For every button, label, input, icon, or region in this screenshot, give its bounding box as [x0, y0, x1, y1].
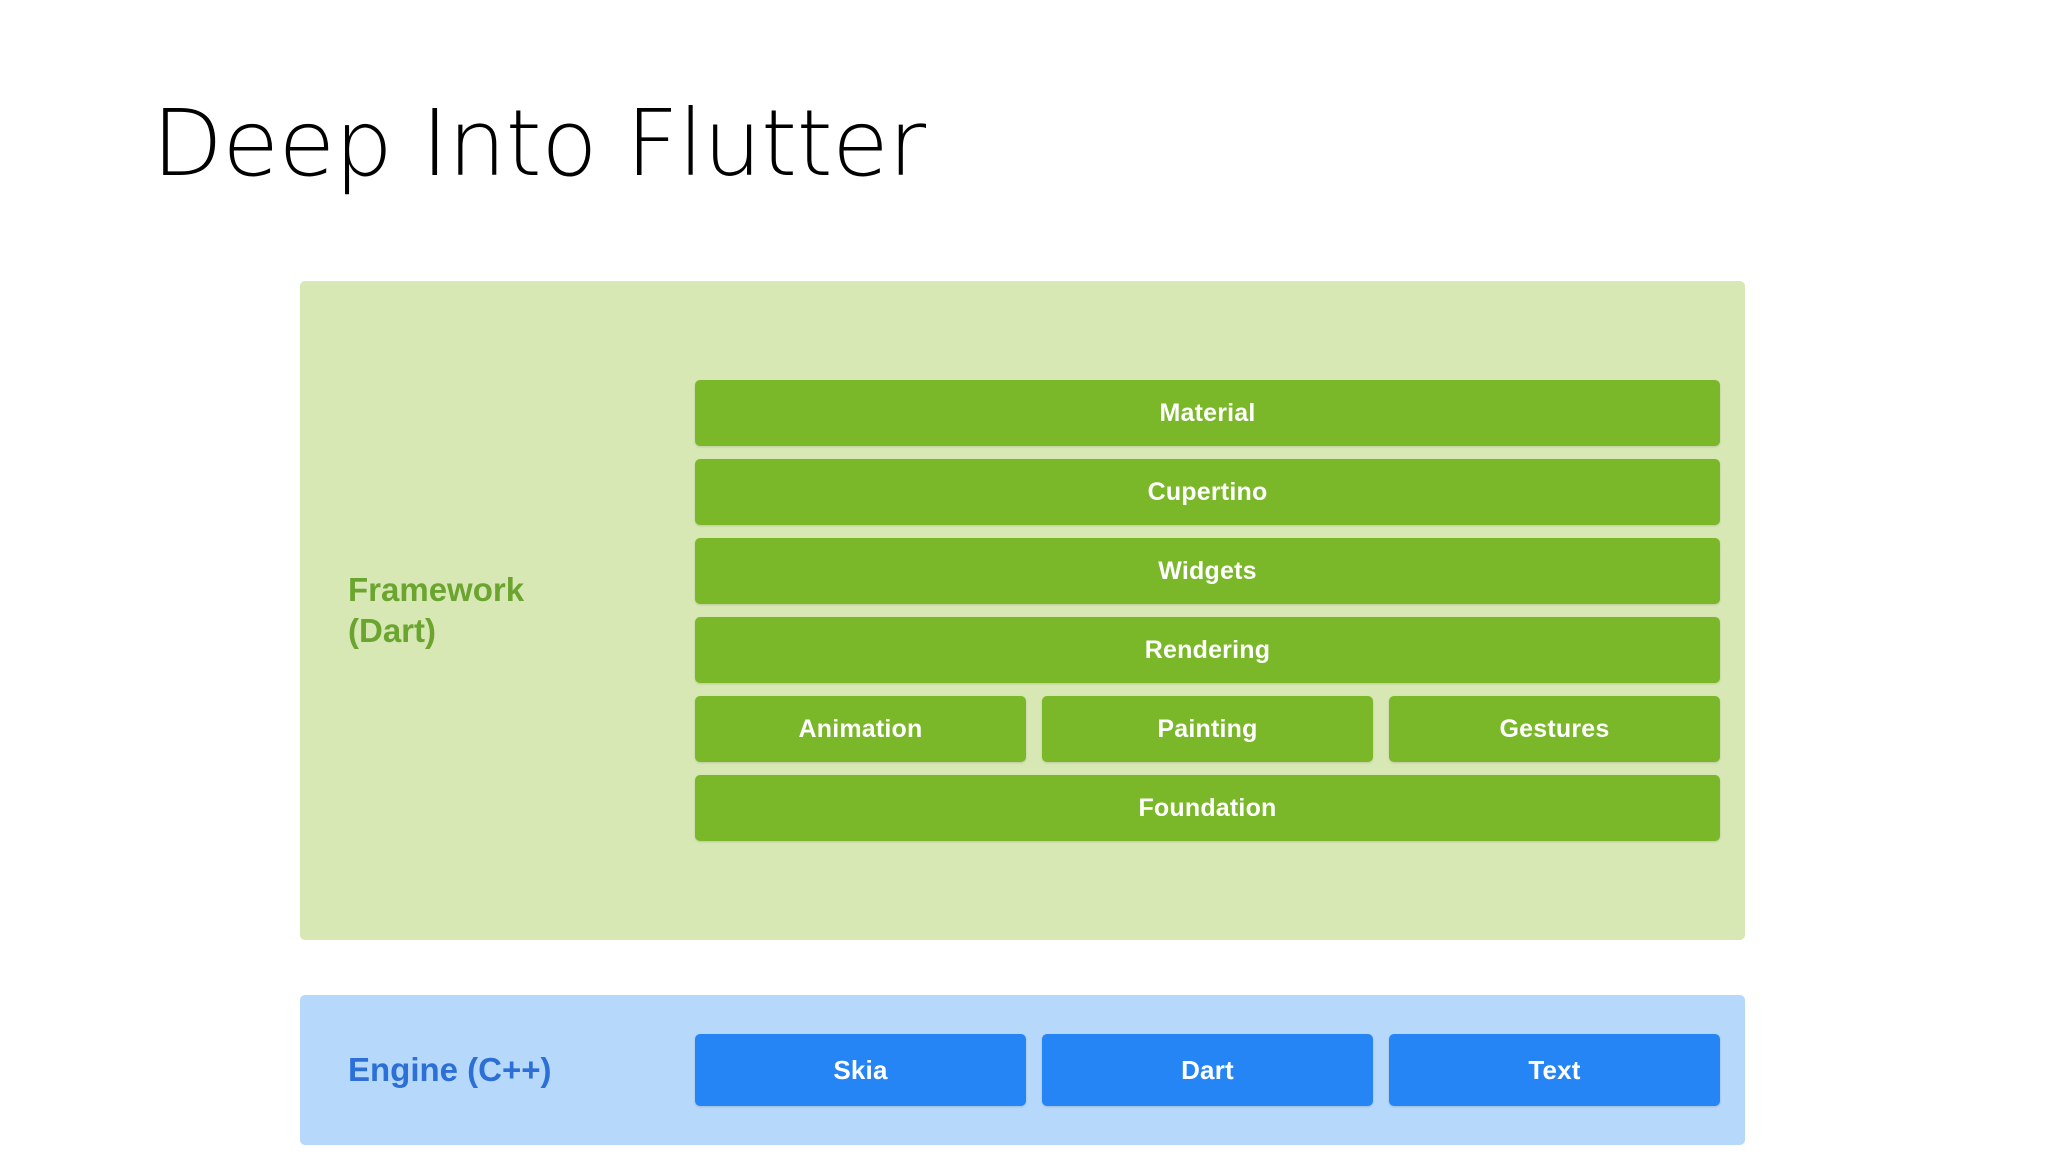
module-box-foundation[interactable]: Foundation	[695, 775, 1720, 841]
module-stack-engine: Skia Dart Text	[695, 995, 1745, 1145]
layer-panel-engine: Engine (C++) Skia Dart Text	[300, 995, 1745, 1145]
layer-label-framework-text: Framework (Dart)	[348, 571, 525, 649]
module-row: Animation Painting Gestures	[695, 696, 1720, 762]
module-box-painting[interactable]: Painting	[1042, 696, 1373, 762]
module-row: Foundation	[695, 775, 1720, 841]
module-box-cupertino[interactable]: Cupertino	[695, 459, 1720, 525]
module-row: Widgets	[695, 538, 1720, 604]
module-box-animation[interactable]: Animation	[695, 696, 1026, 762]
page-title: Deep Into Flutter	[152, 90, 926, 197]
module-box-rendering[interactable]: Rendering	[695, 617, 1720, 683]
module-box-text[interactable]: Text	[1389, 1034, 1720, 1106]
module-row: Skia Dart Text	[695, 1034, 1720, 1106]
module-stack-framework: Material Cupertino Widgets Rendering Ani…	[695, 281, 1745, 940]
layer-label-engine: Engine (C++)	[300, 995, 695, 1145]
module-box-widgets[interactable]: Widgets	[695, 538, 1720, 604]
layer-panel-framework: Framework (Dart) Material Cupertino Widg…	[300, 281, 1745, 940]
module-box-skia[interactable]: Skia	[695, 1034, 1026, 1106]
module-row: Material	[695, 380, 1720, 446]
layer-label-framework: Framework (Dart)	[300, 281, 695, 940]
module-box-dart[interactable]: Dart	[1042, 1034, 1373, 1106]
module-box-gestures[interactable]: Gestures	[1389, 696, 1720, 762]
layer-label-engine-text: Engine (C++)	[348, 1050, 552, 1088]
module-row: Rendering	[695, 617, 1720, 683]
module-box-material[interactable]: Material	[695, 380, 1720, 446]
module-row: Cupertino	[695, 459, 1720, 525]
